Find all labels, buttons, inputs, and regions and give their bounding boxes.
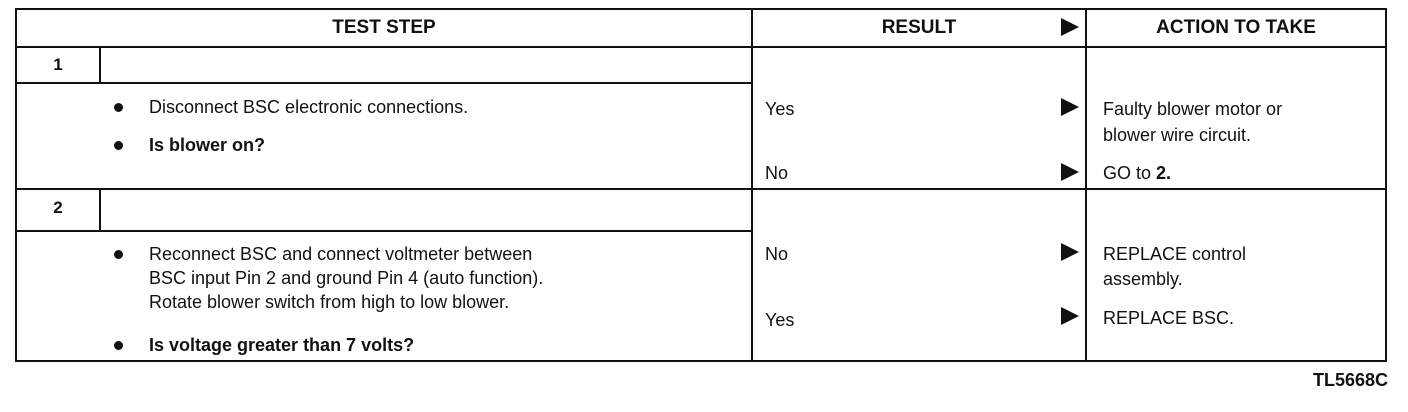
- bullet-icon: [114, 250, 123, 259]
- step2-number-divider: [17, 230, 751, 232]
- arrow-icon: [1061, 98, 1079, 116]
- step1-action-no: GO to 2.: [1103, 161, 1171, 185]
- column-divider-result: [751, 10, 753, 360]
- step1-instruction: Disconnect BSC electronic connections.: [149, 97, 469, 117]
- figure-id: TL5668C: [1312, 370, 1388, 390]
- step2-instruction-line3: Rotate blower switch from high to low bl…: [149, 292, 510, 312]
- bullet-icon: [114, 141, 123, 150]
- bullet-icon: [114, 103, 123, 112]
- step1-action-yes-line1: Faulty blower motor or: [1103, 99, 1283, 119]
- action-text: GO to: [1103, 163, 1157, 183]
- header-result: RESULT: [881, 17, 957, 38]
- step-divider: [17, 188, 1385, 190]
- header-arrow-icon: [1061, 18, 1079, 36]
- step2-action-yes: REPLACE BSC.: [1103, 308, 1235, 328]
- step2-instruction-line1: Reconnect BSC and connect voltmeter betw…: [149, 244, 533, 264]
- column-divider-action: [1085, 10, 1087, 360]
- arrow-icon: [1061, 307, 1079, 325]
- header-test-step: TEST STEP: [332, 17, 436, 38]
- header-divider: [17, 46, 1385, 48]
- step1-result-yes: Yes: [765, 99, 795, 119]
- step2-result-yes: Yes: [765, 310, 795, 330]
- step1-number: 1: [53, 55, 63, 74]
- step2-action-no-line1: REPLACE control: [1103, 244, 1247, 264]
- action-step-ref: 2.: [1156, 163, 1172, 183]
- step1-result-no: No: [765, 163, 789, 183]
- arrow-icon: [1061, 243, 1079, 261]
- step2-number: 2: [53, 198, 63, 217]
- step1-number-divider: [17, 82, 751, 84]
- step1-question: Is blower on?: [149, 135, 266, 155]
- bullet-icon: [114, 341, 123, 350]
- step2-number-box: [99, 188, 101, 230]
- step2-question: Is voltage greater than 7 volts?: [149, 335, 415, 355]
- step2-instruction-line2: BSC input Pin 2 and ground Pin 4 (auto f…: [149, 268, 544, 288]
- arrow-icon: [1061, 163, 1079, 181]
- step1-number-box: [99, 46, 101, 82]
- header-action: ACTION TO TAKE: [1156, 17, 1316, 38]
- step2-result-no: No: [765, 244, 789, 264]
- diagnostic-table: TEST STEP RESULT ACTION TO TAKE 1 Discon…: [15, 8, 1387, 362]
- step1-action-yes-line2: blower wire circuit.: [1103, 125, 1252, 145]
- step2-action-no-line2: assembly.: [1103, 269, 1183, 289]
